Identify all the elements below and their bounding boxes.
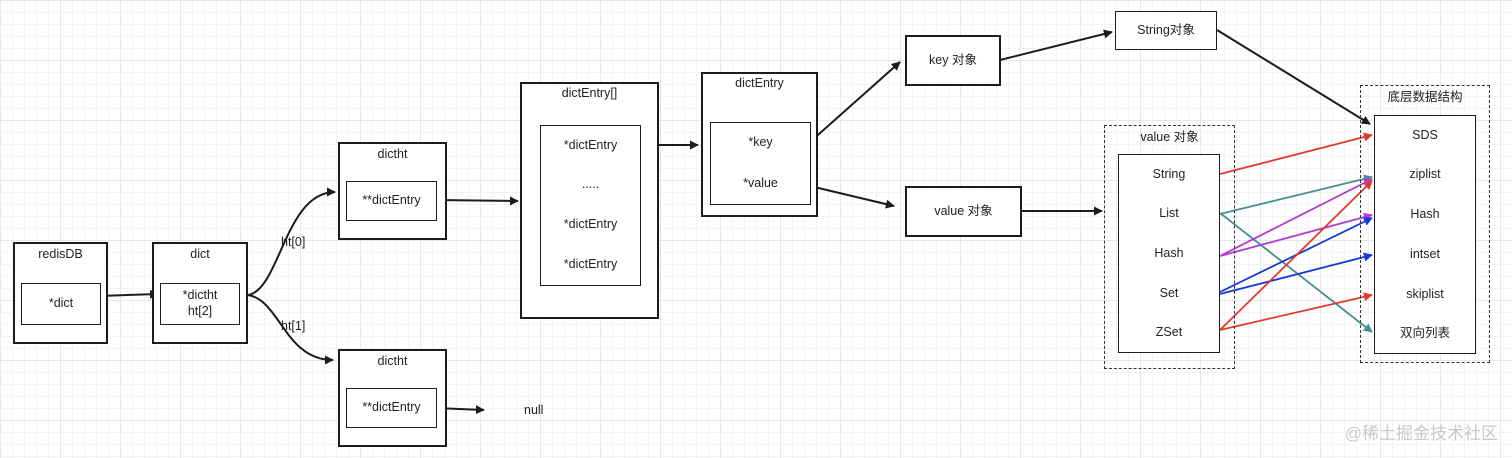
- encoding-ziplist: ziplist: [1374, 155, 1476, 196]
- mapping-arrow: [1219, 174, 1373, 215]
- mapping-arrow: [1219, 178, 1373, 257]
- dictht0-title: dictht: [377, 147, 408, 161]
- type-hash: Hash: [1118, 234, 1220, 275]
- dict-entry-key-field: *key: [710, 122, 811, 164]
- mapping-arrow: [1219, 212, 1373, 333]
- dictht1-table-field: **dictEntry: [346, 388, 437, 428]
- entry-slot: *dictEntry: [540, 205, 641, 246]
- arrow-dictht0-to-entry-array: [434, 196, 519, 206]
- dictht1-struct: dictht **dictEntry: [338, 349, 447, 447]
- arrow-dict-to-dictht0: [247, 187, 336, 296]
- edge-label-ht0: ht[0]: [281, 235, 306, 249]
- arrow-value-to-value-object: [809, 185, 895, 209]
- dict-ht-field-line2: ht[2]: [187, 304, 213, 318]
- dict-entry-title: dictEntry: [735, 76, 784, 90]
- dictht0-table-field: **dictEntry: [346, 181, 437, 221]
- encoding-linked-list: 双向列表: [1374, 315, 1476, 354]
- arrow-string-object-to-sds: [1216, 29, 1371, 125]
- edge-label-ht1: ht[1]: [281, 319, 306, 333]
- mapping-arrow: [1219, 132, 1373, 175]
- type-string: String: [1118, 154, 1220, 195]
- mapping-arrow: [1219, 292, 1373, 331]
- encoding-intset: intset: [1374, 235, 1476, 276]
- dict-ht-field-line1: *dictht: [182, 288, 218, 303]
- arrow-redisdb-to-dict: [98, 289, 159, 299]
- mapping-arrow: [1219, 252, 1373, 295]
- arrow-key-object-to-string-object: [999, 29, 1113, 61]
- dictht0-struct: dictht **dictEntry: [338, 142, 447, 240]
- type-zset: ZSet: [1118, 314, 1220, 353]
- value-types-group: value 对象: [1104, 125, 1235, 369]
- dict-ht-field: *dictht ht[2]: [160, 283, 240, 325]
- entry-slot: .....: [540, 165, 641, 206]
- mapping-arrows: [1219, 132, 1373, 333]
- entry-array-struct: dictEntry[] *dictEntry ..... *dictEntry …: [520, 82, 659, 319]
- entry-slot: *dictEntry: [540, 125, 641, 166]
- dict-entry-value-field: *value: [710, 163, 811, 205]
- redisdb-title: redisDB: [38, 247, 83, 261]
- arrow-dict-to-dictht1: [247, 294, 334, 365]
- mapping-arrow: [1219, 212, 1373, 257]
- encodings-group: 底层数据结构: [1360, 85, 1490, 363]
- encoding-skiplist: skiplist: [1374, 275, 1476, 316]
- encoding-hash: Hash: [1374, 195, 1476, 236]
- value-types-title: value 对象: [1140, 130, 1199, 144]
- entry-slot: *dictEntry: [540, 245, 641, 286]
- string-object: String对象: [1115, 11, 1217, 50]
- encodings-title: 底层数据结构: [1387, 90, 1463, 104]
- mapping-arrow: [1219, 180, 1373, 331]
- arrow-key-to-key-object: [809, 61, 901, 143]
- entry-array-title: dictEntry[]: [561, 86, 618, 100]
- value-object: value 对象: [905, 186, 1022, 237]
- dict-struct: dict *dictht ht[2]: [152, 242, 248, 344]
- key-object: key 对象: [905, 35, 1001, 86]
- redisdb-dict-field: *dict: [21, 283, 101, 325]
- null-label: null: [524, 403, 544, 417]
- redisdb-struct: redisDB *dict: [13, 242, 108, 344]
- type-set: Set: [1118, 274, 1220, 315]
- dictht1-title: dictht: [377, 354, 408, 368]
- type-list: List: [1118, 194, 1220, 235]
- watermark: @稀土掘金技术社区: [1344, 424, 1498, 443]
- encoding-sds: SDS: [1374, 115, 1476, 156]
- dict-title: dict: [190, 247, 210, 261]
- dict-entry-struct: dictEntry *key *value: [701, 72, 818, 217]
